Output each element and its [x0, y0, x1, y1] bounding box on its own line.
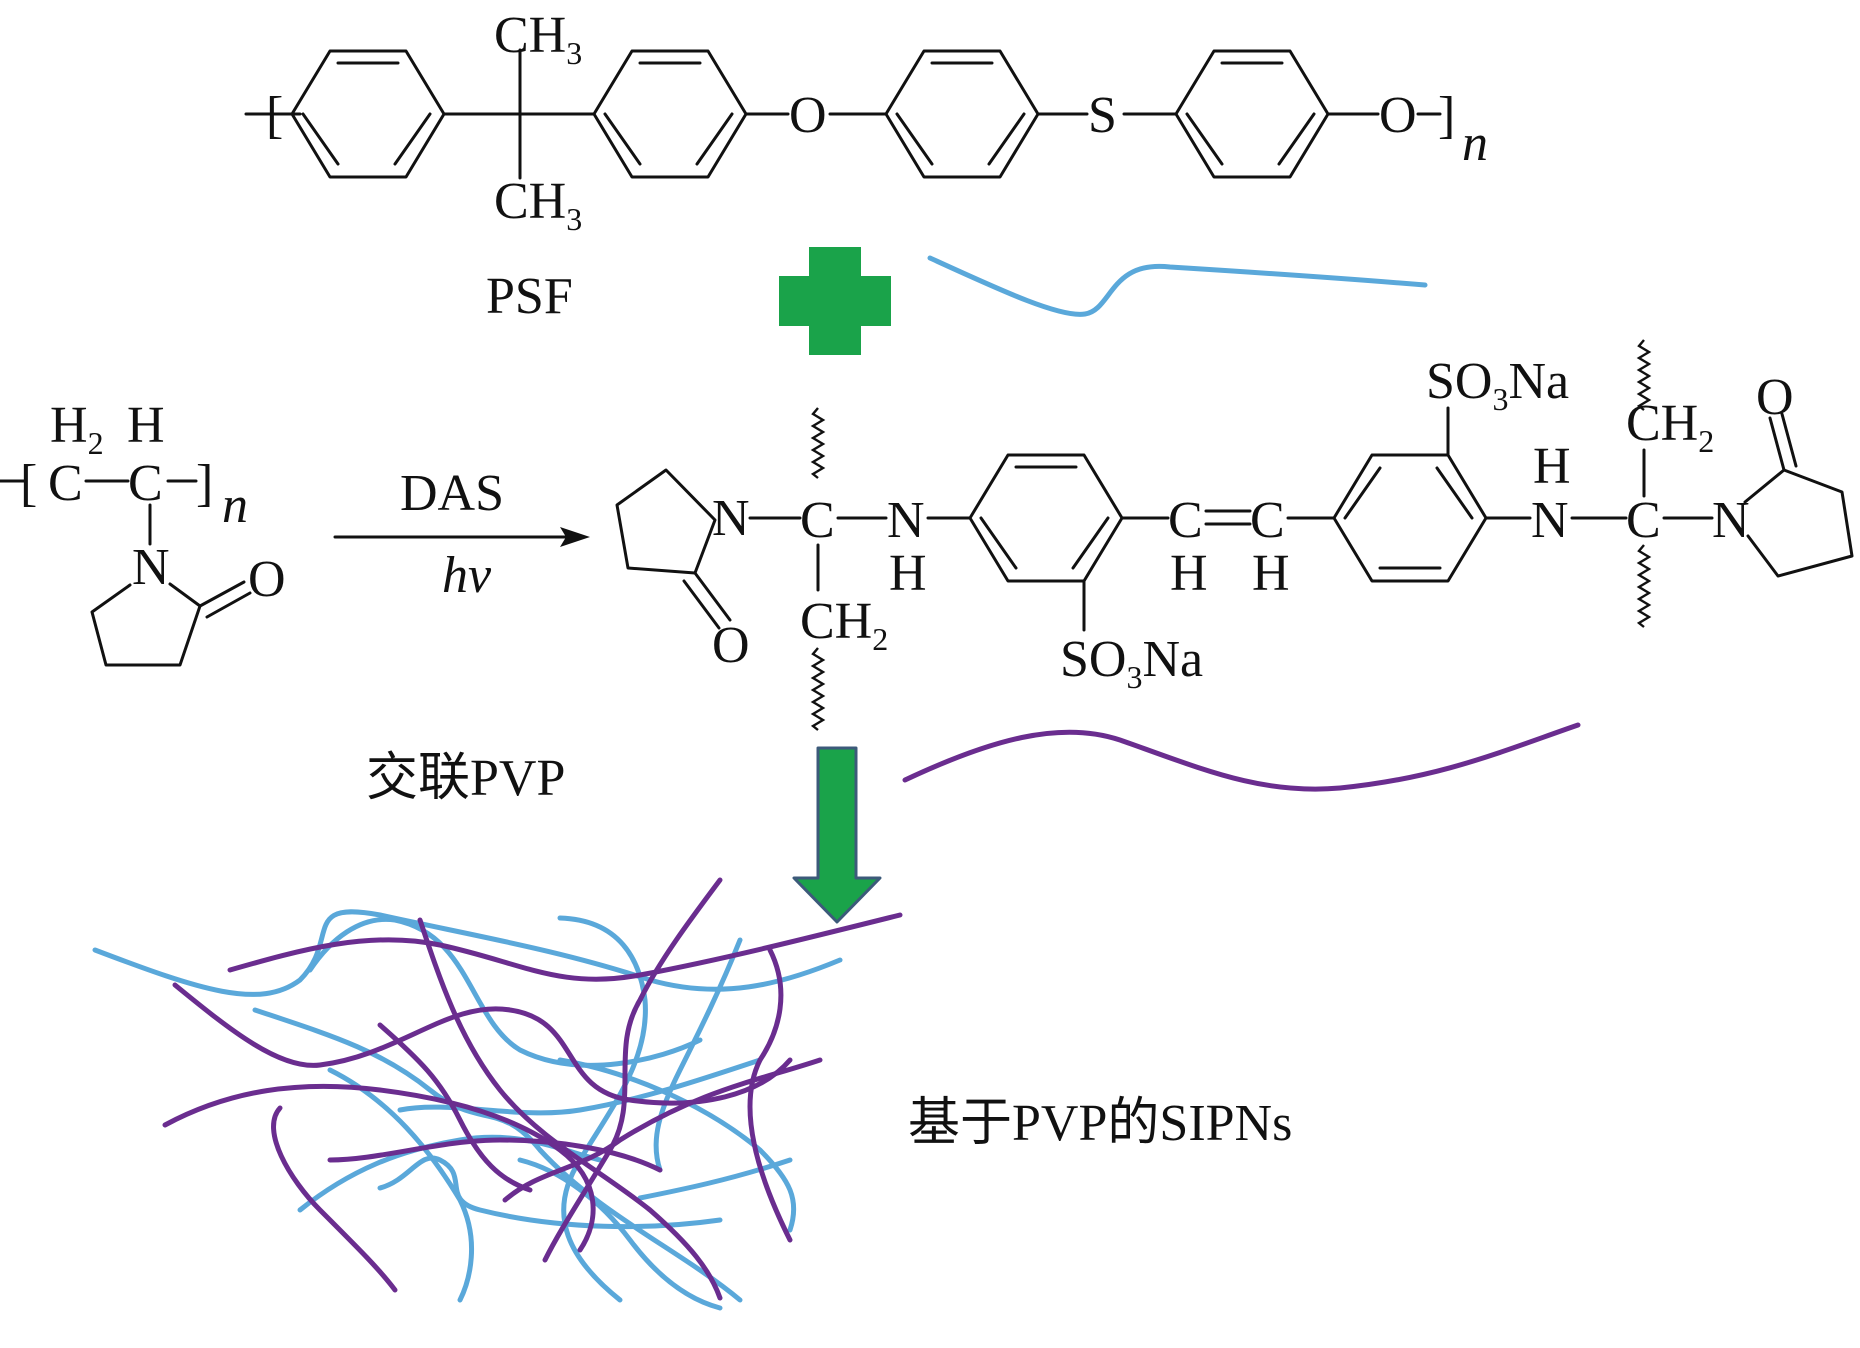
- xl-right-amine-n: N: [1531, 492, 1569, 549]
- xl-right-carbonyl-oxygen: O: [1756, 369, 1794, 426]
- psf-methyl-bottom: CH3: [494, 173, 582, 237]
- psf-strand: [307, 916, 703, 1068]
- pvp-strand: [227, 912, 903, 982]
- pvp-strand: [747, 947, 793, 1243]
- psf-repeat-n: n: [1462, 115, 1488, 172]
- pvp-h2: H2: [50, 397, 104, 461]
- crosslinked-pvp-structure: O N C CH2 N H SO3Na C C H H: [615, 339, 1854, 731]
- pvp-strand: [162, 1083, 596, 1253]
- pvp-bracket-close: ]: [196, 455, 213, 512]
- xl-right-amine-h: H: [1533, 438, 1571, 495]
- pvp-bracket-open: [: [20, 455, 37, 512]
- down-arrow-icon: [792, 746, 882, 924]
- xl-left-nitrogen: N: [712, 490, 750, 547]
- sipn-network: [92, 877, 903, 1311]
- condition-label: hv: [442, 547, 492, 604]
- psf-methyl-top: CH3: [494, 7, 582, 71]
- crosslinked-pvp-label: 交联PVP: [366, 750, 565, 807]
- plus-icon: [779, 247, 891, 355]
- pvp-repeat-n: n: [222, 477, 248, 534]
- reaction-arrow: [333, 527, 590, 547]
- reagent-label: DAS: [400, 465, 504, 522]
- psf-ether-oxygen-1: O: [789, 87, 827, 144]
- pvp-nitrogen: N: [132, 539, 170, 596]
- xl-right-sulfonate: SO3Na: [1426, 353, 1569, 417]
- psf-bracket-close: ]: [1438, 87, 1455, 144]
- sipn-label: 基于PVP的SIPNs: [908, 1095, 1292, 1152]
- psf-strand: [92, 909, 843, 997]
- pvp-monomer-structure: H2 H [ C C ] n N O: [0, 397, 286, 667]
- psf-label: PSF: [486, 268, 573, 325]
- xl-left-carbonyl-oxygen: O: [712, 617, 750, 674]
- pvp-strand: [327, 1137, 663, 1173]
- xl-left-methylene: CH2: [800, 593, 888, 657]
- xl-vinyl-h-1: H: [1170, 545, 1208, 602]
- psf-ether-oxygen-2: O: [1379, 87, 1417, 144]
- pvp-strand: [542, 877, 723, 1263]
- pvp-carbonyl-oxygen: O: [248, 551, 286, 608]
- pvp-h: H: [127, 397, 165, 454]
- psf-chain-legend: [927, 255, 1428, 317]
- xl-left-amine-n: N: [887, 492, 925, 549]
- pvp-strand: [271, 1105, 398, 1293]
- xl-left-amine-h: H: [889, 545, 927, 602]
- psf-strand: [377, 1155, 723, 1230]
- psf-strand: [557, 1057, 797, 1233]
- pvp-carbon-2: C: [128, 455, 163, 512]
- psf-thio-sulfur: S: [1088, 87, 1117, 144]
- pvp-strand: [502, 1057, 823, 1203]
- xl-left-sulfonate: SO3Na: [1060, 631, 1203, 695]
- xl-vinyl-carbon-2: C: [1250, 492, 1285, 549]
- pvp-carbon-1: C: [48, 455, 83, 512]
- psf-bracket-open: [: [266, 87, 283, 144]
- psf-strand: [653, 937, 743, 1173]
- psf-strand: [637, 1157, 793, 1201]
- xl-vinyl-carbon-1: C: [1168, 492, 1203, 549]
- xl-right-nitrogen: N: [1712, 492, 1750, 549]
- xl-right-carbon: C: [1626, 492, 1661, 549]
- xl-right-methylene: CH2: [1626, 395, 1714, 459]
- pvp-strand: [377, 1022, 533, 1193]
- psf-strand: [517, 1157, 723, 1311]
- xl-vinyl-h-2: H: [1252, 545, 1290, 602]
- pvp-chain-legend: [902, 722, 1581, 792]
- psf-structure: [ CH3 CH3 O S: [244, 7, 1488, 237]
- xl-left-carbon: C: [800, 492, 835, 549]
